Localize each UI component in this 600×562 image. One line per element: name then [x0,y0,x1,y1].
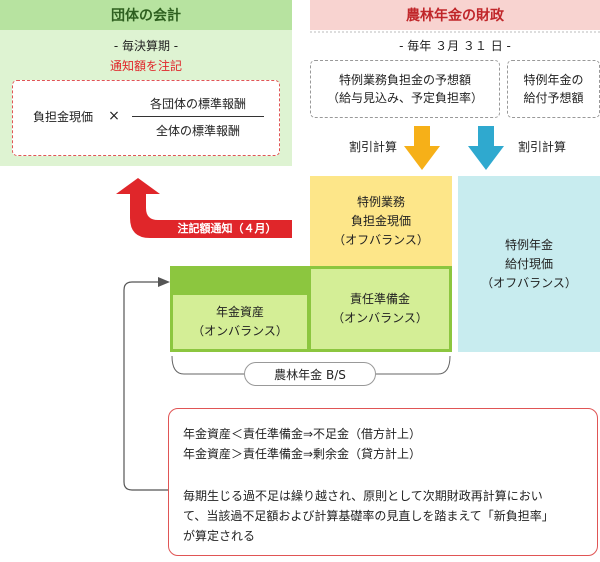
pv-1-line-1: 特例業務 [356,194,405,209]
explanation-note: 年金資産＜責任準備金⇒不足金（借方計上） 年金資産＞責任準備金⇒剰余金（貸方計上… [168,408,598,556]
note-line-5: が算定される [183,529,256,543]
note-line-3: 毎期生じる過不足は繰り越され、原則として次期財政再計算におい [183,489,543,503]
feedback-connector [123,281,168,491]
left-header: 団体の会計 [0,0,292,30]
formula-numerator: 各団体の標準報酬 [149,96,246,111]
left-subheading: - 毎決算期 - [113,38,179,53]
notice-arrow [116,178,292,238]
bs-assets-cell: 年金資産 （オンバランス） [173,295,307,349]
left-note: 通知額を注記 [109,58,182,73]
note-line-4: て、当該過不足額および計算基礎率の見直しを踏まえて「新負担率」 [183,509,554,523]
contribution-pv-box: 特例業務 負担金現価 （オフバランス） [310,176,452,266]
pv-1-line-2: 負担金現価 [350,213,411,228]
fraction-line [132,116,264,117]
estimate-2-line-1: 特例年金の [523,73,584,87]
pv-2-line-3: （オフバランス） [481,275,577,290]
bs-label: 農林年金 B/S [244,362,376,386]
discount-calc-label-1: 割引計算 [348,139,397,154]
benefit-pv-box: 特例年金 給付現価 （オフバランス） [458,176,600,352]
bs-liab-line-2: （オンバランス） [332,311,428,325]
discount-calc-label-2: 割引計算 [517,139,566,154]
formula-times: × [108,108,120,124]
estimate-2-line-2: 給付予想額 [523,91,584,105]
estimate-1-line-2: （給与見込み、予定負担率） [326,91,483,105]
pv-1-line-3: （オフバランス） [333,232,429,247]
pv-2-line-2: 給付現価 [504,256,553,271]
blue-down-arrow [468,126,504,170]
right-subheading: - 毎年 ３月 ３１ 日 - [399,38,511,53]
pv-2-line-1: 特例年金 [504,237,553,252]
estimate-1-line-1: 特例業務負担金の予想額 [338,73,471,87]
formula-box [12,80,280,156]
formula-lhs: 負担金現価 [32,109,93,124]
note-line-2: 年金資産＞責任準備金⇒剰余金（貸方計上） [183,447,422,461]
bs-assets-line-1: 年金資産 [215,305,264,319]
feedback-arrowhead [158,277,170,287]
bs-bracket [171,355,451,375]
note-line-1: 年金資産＜責任準備金⇒不足金（借方計上） [183,427,422,441]
estimate-box-contribution: 特例業務負担金の予想額 （給与見込み、予定負担率） [310,60,500,118]
estimate-box-benefit: 特例年金の 給付予想額 [507,60,600,118]
orange-down-arrow [404,126,440,170]
bs-liabilities-cell: 責任準備金 （オンバランス） [311,269,449,349]
right-header: 農林年金の財政 [310,0,600,30]
bs-assets-line-2: （オンバランス） [192,324,288,338]
bs-assets-header [173,269,307,295]
notice-label: 注記額通知（４月） [177,222,277,235]
bs-liab-line-1: 責任準備金 [349,292,410,306]
formula-denominator: 全体の標準報酬 [155,123,240,138]
